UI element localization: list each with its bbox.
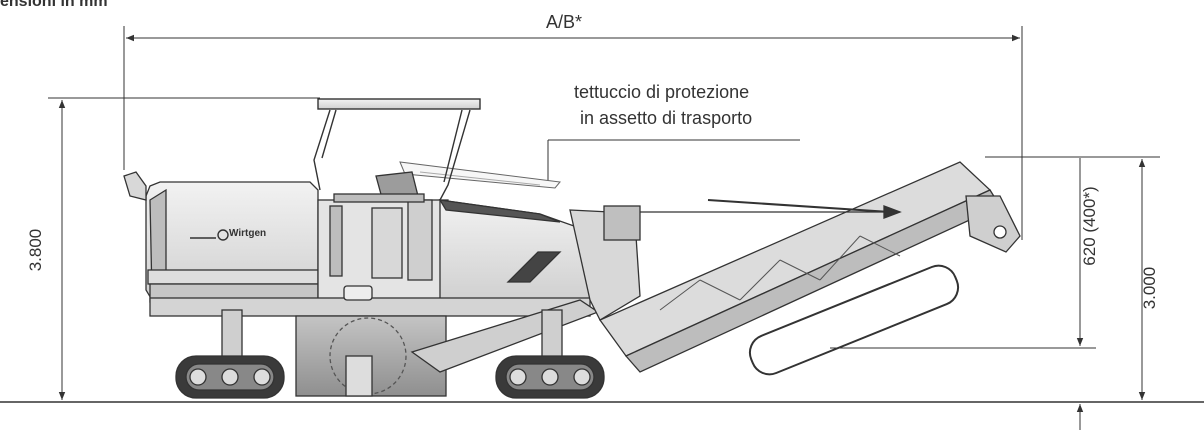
- conveyor-clearance-label: 620 (400*): [1080, 186, 1099, 266]
- callout-line-2: in assetto di trasporto: [580, 108, 753, 128]
- front-track: [495, 309, 605, 399]
- callout-line-1: tettuccio di protezione: [574, 82, 750, 102]
- height-dimension-right: [985, 156, 1160, 400]
- operator-canopy: [313, 98, 481, 201]
- callout-leader: [547, 139, 800, 186]
- machine-body: [123, 171, 641, 397]
- brand-logo-icon: [190, 229, 229, 241]
- units-caption: ensioni in mm: [0, 0, 108, 10]
- total-height-label: 3.800: [26, 228, 45, 272]
- conveyor-height-label: 3.000: [1140, 266, 1159, 310]
- rear-track: [175, 309, 285, 399]
- clearance-dimension: [830, 158, 1096, 430]
- transport-canopy-outline: [399, 161, 561, 189]
- brand-logo-text: Wirtgen: [229, 228, 267, 239]
- height-dimension-left: [48, 97, 320, 400]
- discharge-conveyor: [599, 161, 1021, 376]
- overall-length-label: A/B*: [546, 12, 583, 32]
